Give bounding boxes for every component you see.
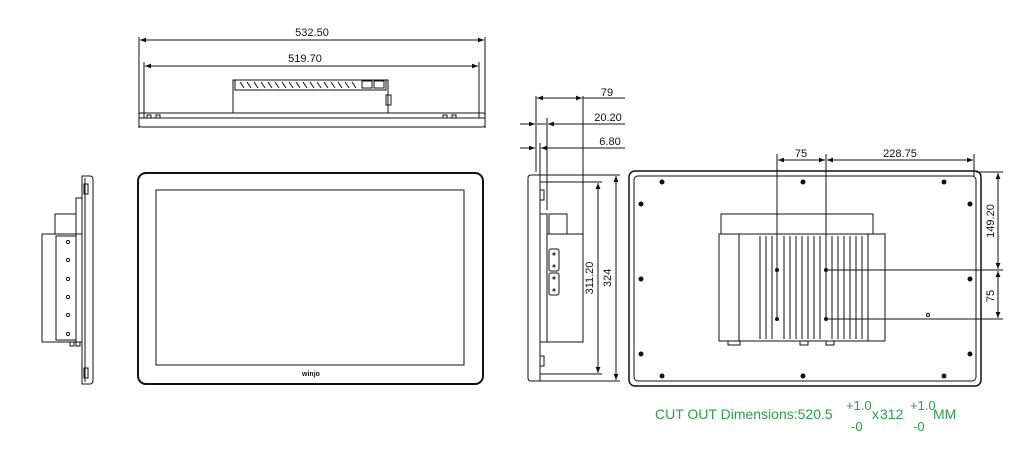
label-overall-width: 532.50 xyxy=(295,27,329,39)
label-inner-height: 311.20 xyxy=(584,262,596,295)
left-bezel xyxy=(81,175,94,385)
svg-text:CUT OUT Dimensions:520.5: CUT OUT Dimensions:520.5 xyxy=(655,406,833,422)
cutout-height-plus: +1.0 xyxy=(910,398,936,413)
cutout-width: 520.5 xyxy=(798,406,833,422)
serial-port-1 xyxy=(548,248,560,272)
cutout-height: 312 xyxy=(880,406,904,422)
rear-frame-inner xyxy=(633,175,977,382)
top-view xyxy=(138,37,486,128)
front-logo: winjo xyxy=(301,371,320,378)
label-frame-width: 519.70 xyxy=(288,53,322,65)
cutout-separator: x xyxy=(872,406,879,422)
rear-frame-outer xyxy=(628,170,982,387)
cutout-unit: MM xyxy=(933,406,956,422)
label-depth-total: 79 xyxy=(601,87,613,99)
top-panel-body xyxy=(138,112,486,128)
label-bezel: 6.80 xyxy=(599,136,620,148)
cutout-width-plus: +1.0 xyxy=(846,398,872,413)
label-outer-height: 324 xyxy=(602,269,614,287)
rear-mount-holes xyxy=(638,179,973,379)
left-heatsink-box xyxy=(41,233,83,343)
label-depth-front: 20.20 xyxy=(594,112,622,124)
rear-mount-bracket xyxy=(720,213,874,235)
front-view xyxy=(137,172,484,385)
left-mount-plate xyxy=(75,197,83,343)
serial-port-2 xyxy=(548,272,560,296)
label-hole-spacing-x: 75 xyxy=(795,148,807,160)
label-offset-y: 149.20 xyxy=(985,204,997,238)
cutout-label: CUT OUT Dimensions: xyxy=(655,406,798,422)
front-bezel xyxy=(137,172,484,385)
front-screen xyxy=(155,189,465,366)
right-side-view xyxy=(520,95,625,382)
right-bezel xyxy=(527,174,541,382)
right-mount-plate xyxy=(539,213,548,343)
right-heatsink-box xyxy=(546,233,584,343)
rear-view xyxy=(628,154,1003,387)
cutout-height-minus: -0 xyxy=(913,419,925,434)
cutout-note: CUT OUT Dimensions:520.5 +1.0 -0 x 312 +… xyxy=(655,398,956,434)
label-hole-spacing-y: 75 xyxy=(985,290,997,302)
left-side-view xyxy=(41,175,94,385)
label-offset-x: 228.75 xyxy=(883,148,917,160)
cutout-width-minus: -0 xyxy=(851,419,863,434)
